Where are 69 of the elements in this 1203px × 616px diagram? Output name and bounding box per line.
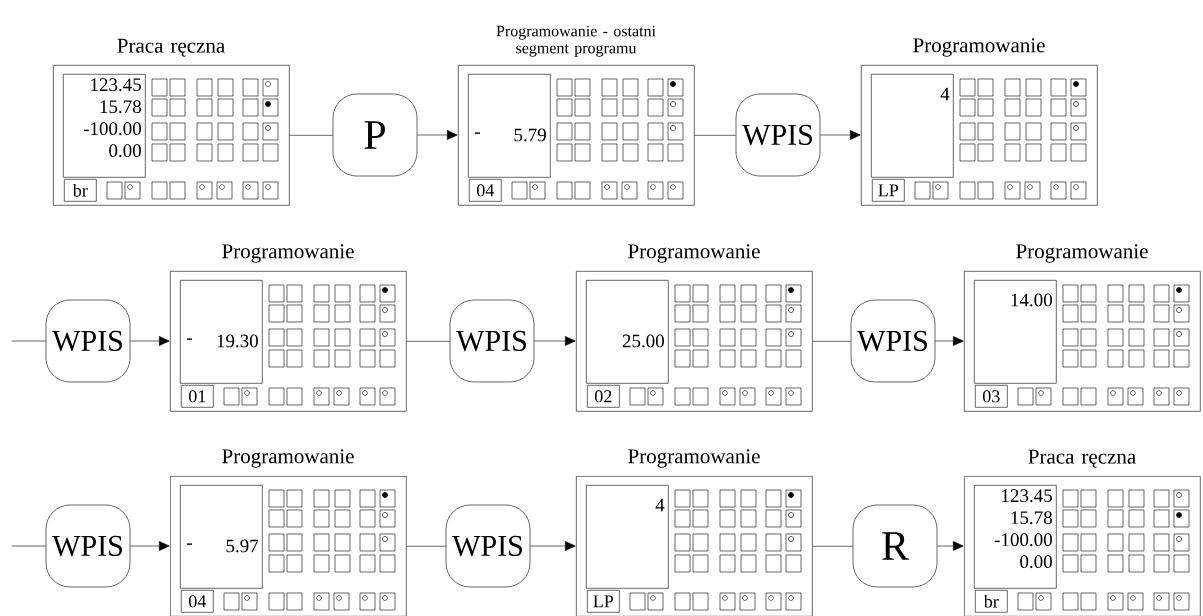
key-button: WPIS xyxy=(850,299,936,383)
code-box: br xyxy=(64,179,97,202)
arrow xyxy=(130,336,170,346)
code-box: LP xyxy=(872,179,905,202)
readout-text: 5.79 xyxy=(514,128,546,142)
arrow xyxy=(534,336,576,346)
code-box: br xyxy=(975,590,1008,613)
panel-title: Programowanie xyxy=(222,244,354,263)
readout-window xyxy=(974,280,1057,384)
key-button: WPIS xyxy=(445,504,531,588)
arrow xyxy=(935,336,964,346)
readout-text: 5.97 xyxy=(226,539,259,553)
node-label: 0.00 xyxy=(109,144,141,158)
panel-title: Programowanie xyxy=(913,38,1045,57)
node-label: -100.00 xyxy=(83,122,141,136)
code-box: 04 xyxy=(181,590,214,613)
readout-window xyxy=(63,74,146,178)
code-box: 01 xyxy=(181,385,214,408)
code-box: 02 xyxy=(587,385,620,408)
readout-text: 19.30 xyxy=(217,334,258,348)
arrow xyxy=(530,541,576,551)
readout-text: 123.45 15.78 -100.00 0.00 xyxy=(994,489,1052,569)
arrow xyxy=(937,541,964,551)
code-box: LP xyxy=(587,590,620,613)
node-label: 15.78 xyxy=(1011,511,1052,525)
node-label: 123.45 xyxy=(1002,489,1052,503)
display-panel xyxy=(170,271,407,412)
readout-text: 4 xyxy=(655,498,665,512)
key-button: WPIS xyxy=(45,504,131,588)
arrow xyxy=(417,130,458,140)
display-panel xyxy=(576,271,813,412)
readout-text: - xyxy=(475,132,480,134)
display-panel xyxy=(458,65,695,206)
node-label: 123.45 xyxy=(91,78,141,92)
readout-window xyxy=(974,485,1057,589)
panel-title: Programowanie xyxy=(628,244,760,263)
display-panel xyxy=(964,271,1201,412)
readout-window xyxy=(586,485,669,589)
panel-title: Programowanie xyxy=(628,449,760,468)
code-box: 04 xyxy=(469,179,502,202)
panel-title: Programowanie xyxy=(1016,244,1148,263)
arrow xyxy=(820,130,861,140)
arrow xyxy=(130,541,170,551)
readout-text: 25.00 xyxy=(622,334,664,348)
key-button: WPIS xyxy=(735,93,821,177)
key-button: WPIS xyxy=(449,299,535,383)
readout-text: 4 xyxy=(940,87,950,101)
node-label: -100.00 xyxy=(994,533,1052,547)
readout-text: 123.45 15.78 -100.00 0.00 xyxy=(83,78,141,158)
readout-window xyxy=(180,485,263,589)
panel-title: Programowanie xyxy=(222,449,354,468)
readout-window xyxy=(871,74,954,178)
panel-title: Praca ręczna xyxy=(117,38,225,57)
readout-text: 14.00 xyxy=(1011,293,1052,307)
key-button: P xyxy=(332,93,418,177)
readout-text: - xyxy=(187,338,192,340)
panel-title: Programowanie - ostatni segment programu xyxy=(496,25,656,57)
key-button: R xyxy=(852,504,938,588)
readout-text: - xyxy=(187,543,192,545)
readout-window xyxy=(586,280,669,384)
readout-window xyxy=(468,74,551,178)
readout-window xyxy=(180,280,263,384)
node-label: 0.00 xyxy=(1020,555,1052,569)
key-button: WPIS xyxy=(45,299,131,383)
display-panel xyxy=(53,65,290,206)
code-box: 03 xyxy=(975,385,1008,408)
panel-title: Praca ręczna xyxy=(1028,449,1136,468)
display-panel xyxy=(861,65,1098,206)
node-label: 15.78 xyxy=(100,100,141,114)
